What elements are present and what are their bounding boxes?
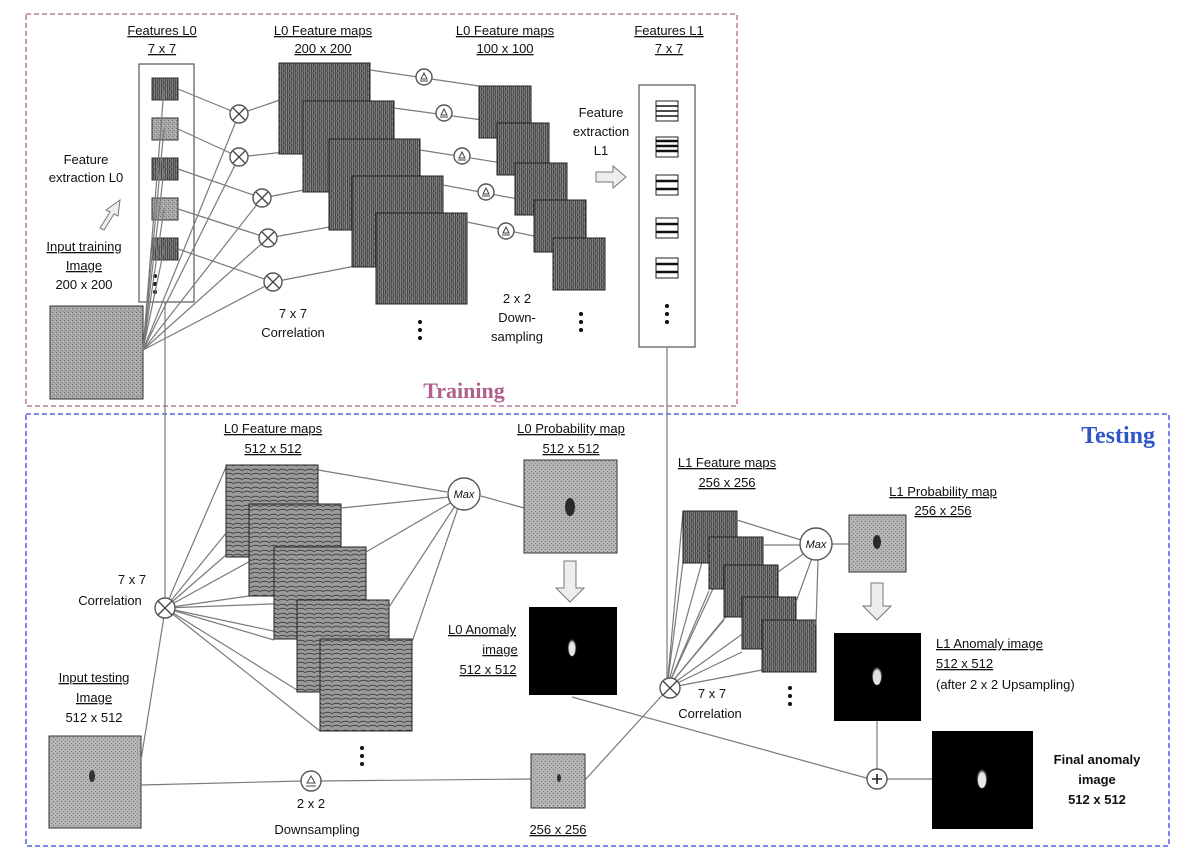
l0-maps-200-title: L0 Feature maps	[274, 23, 373, 38]
feature-extraction-l1-line2: extraction	[573, 124, 629, 139]
training-correlation-line1: 7 x 7	[279, 306, 307, 321]
training-downsampling-line2: Down-	[498, 310, 536, 325]
testing-downsampling-line2: Downsampling	[274, 822, 359, 837]
l0-maps-512-size: 512 x 512	[244, 441, 301, 456]
l0-feature-maps-512	[225, 464, 413, 766]
training-correlation-nodes	[229, 104, 283, 292]
sum-node	[866, 768, 888, 790]
l0-anomaly-line2: image	[482, 642, 517, 657]
features-l1-filters	[655, 100, 679, 324]
testing-correlation-right-line1: 7 x 7	[698, 686, 726, 701]
training-downsampling-line1: 2 x 2	[503, 291, 531, 306]
training-region	[25, 13, 738, 407]
l1-anomaly-line1: L1 Anomaly image	[936, 636, 1043, 651]
input-training-line2: Image	[66, 258, 102, 273]
l1-feature-maps-256	[682, 510, 817, 706]
l0-anomaly-line1: L0 Anomaly	[448, 622, 516, 637]
testing-title: Testing	[1081, 423, 1155, 449]
l0-max-label: Max	[454, 489, 475, 501]
training-downsampling-line3: sampling	[491, 329, 543, 344]
input-to-downsampling-wire	[140, 780, 303, 786]
input-training-line1: Input training	[46, 239, 121, 254]
final-anomaly-line2: image	[1078, 772, 1116, 787]
l1-anomaly-line3: (after 2 x 2 Upsampling)	[936, 677, 1075, 692]
l0-prob-map-size: 512 x 512	[542, 441, 599, 456]
features-l1-size: 7 x 7	[655, 41, 683, 56]
l1-max-wires	[736, 519, 849, 626]
feature-extraction-l1-line1: Feature	[579, 105, 624, 120]
l0-feature-maps-100	[478, 85, 606, 332]
features-l1-title: Features L1	[634, 23, 703, 38]
training-downsampling-nodes	[415, 68, 515, 240]
input-testing-line3: 512 x 512	[65, 710, 122, 725]
l1-maps-256-title: L1 Feature maps	[678, 455, 777, 470]
final-anomaly-line1: Final anomaly	[1054, 752, 1141, 767]
l0-maps-512-title: L0 Feature maps	[224, 421, 323, 436]
l0-maps-100-size: 100 x 100	[476, 41, 533, 56]
l0-maps-200-size: 200 x 200	[294, 41, 351, 56]
input-training-line3: 200 x 200	[55, 277, 112, 292]
l0-down-arrow-icon	[554, 560, 586, 603]
l1-prob-map-size: 256 x 256	[914, 503, 971, 518]
input-training-image	[49, 305, 144, 400]
testing-region	[25, 413, 1170, 847]
input-testing-line2: Image	[76, 690, 112, 705]
feature-extraction-l1-line3: L1	[594, 143, 608, 158]
l1-anomaly-line2: 512 x 512	[936, 656, 993, 671]
l1-max-label: Max	[806, 539, 827, 551]
input-testing-image	[48, 735, 142, 829]
features-l0-title: Features L0	[127, 23, 196, 38]
l0-max-node: Max	[447, 477, 481, 511]
input-testing-line1: Input testing	[59, 670, 130, 685]
feature-extraction-l0-line1: Feature	[64, 152, 109, 167]
testing-downsampling-line1: 2 x 2	[297, 796, 325, 811]
testing-correlation-node-left	[154, 597, 176, 619]
l0-feature-maps-200	[278, 62, 468, 340]
feature-extraction-l0-line2: extraction L0	[49, 170, 123, 185]
l0-maps-100-title: L0 Feature maps	[456, 23, 555, 38]
l0-prob-map-title: L0 Probability map	[517, 421, 625, 436]
testing-correlation-left-line1: 7 x 7	[118, 572, 146, 587]
downsampling-to-256-wire	[319, 778, 532, 782]
features-l0-box	[138, 63, 195, 303]
l1-maps-256-size: 256 x 256	[698, 475, 755, 490]
l1-max-node: Max	[799, 527, 833, 561]
training-input-wires	[142, 88, 274, 351]
extraction-arrow-l0-icon	[99, 198, 121, 231]
testing-correlation-right-line2: Correlation	[678, 706, 742, 721]
l0-anomaly-to-sum-wire	[571, 696, 871, 780]
training-correlation-line2: Correlation	[261, 325, 325, 340]
features-l0-size: 7 x 7	[148, 41, 176, 56]
downsampled-to-correlation-wire	[584, 689, 668, 781]
input-to-correlation-wire	[140, 609, 166, 761]
final-anomaly-line3: 512 x 512	[1068, 792, 1126, 807]
l1-prob-map-title: L1 Probability map	[889, 484, 997, 499]
l0-max-wires	[317, 469, 525, 643]
downsampled-size-label: 256 x 256	[529, 822, 586, 837]
l0-anomaly-line3: 512 x 512	[459, 662, 516, 677]
testing-correlation-left-line2: Correlation	[78, 593, 142, 608]
testing-downsampling-node	[300, 770, 322, 792]
l1-down-arrow-icon	[861, 582, 893, 621]
features-l1-box	[638, 84, 696, 348]
testing-correlation-node-right	[659, 677, 681, 699]
training-title: Training	[423, 378, 505, 403]
extraction-arrow-l1-icon	[595, 164, 627, 190]
